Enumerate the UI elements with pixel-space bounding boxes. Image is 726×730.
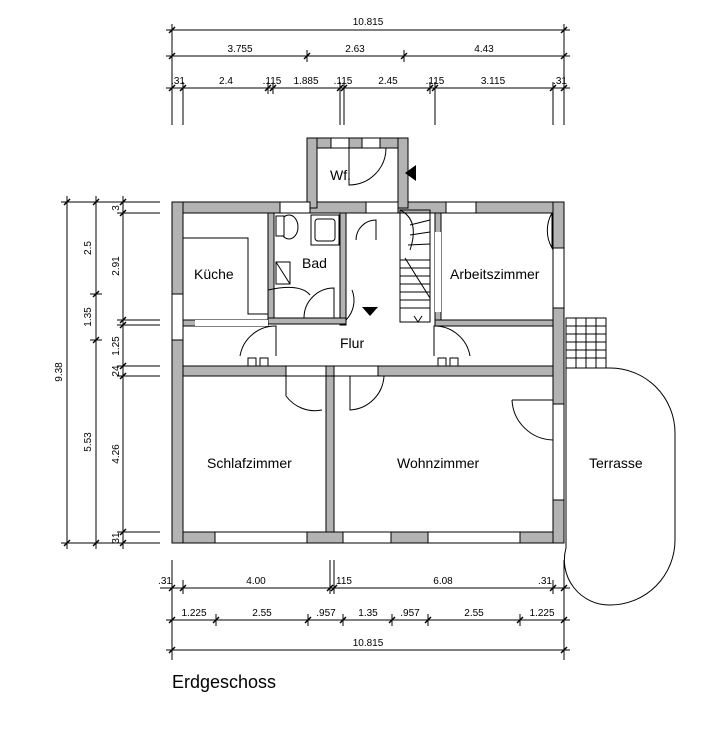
dim-top-mid-3: 4.43 [474,44,494,55]
dim-bottom-row1-3: 115 [336,576,352,587]
room-label-wohnzimmer: Wohnzimmer [397,455,480,471]
dim-top-detail-9: .31 [553,76,567,87]
dim-left-mid-3: 5.53 [83,432,94,452]
dim-top-detail-1: .31 [171,76,185,87]
dim-left-detail-2: 2.91 [111,256,122,276]
room-label-flur: Flur [340,335,364,351]
walls [171,137,565,544]
staircase [399,209,431,323]
dim-top-mid-2: 2.63 [345,44,365,55]
dim-left-detail-3: 1.25 [111,336,122,356]
room-label-schlafzimmer: Schlafzimmer [207,455,292,471]
dim-top-detail-8: 3.115 [481,76,506,87]
kitchen-counter [183,237,268,315]
dim-top-detail-6: 2.45 [378,76,398,87]
terrace [563,367,676,606]
dim-bottom-row2-7: 1.225 [529,608,554,619]
dim-top-detail-3: .115 [263,76,282,87]
dim-bottom-row1-2: 4.00 [246,576,266,587]
dimension-ticks [63,26,568,654]
dim-top-mid-1: 3.755 [227,44,252,55]
dim-bottom-row2-6: 2.55 [464,608,484,619]
dim-bottom-row2-5: .957 [400,608,420,619]
dimension-lines [61,24,570,660]
bath-fixtures [275,214,340,285]
dim-top-detail-4: 1.885 [293,76,318,87]
dim-left-detail-5: 4.26 [111,444,122,464]
dim-bottom-row1-5: .31 [538,576,552,587]
dim-top-detail-2: 2.4 [219,76,233,87]
dim-left-detail-1: 3 [111,205,122,211]
dim-left-mid-2: 1.35 [83,307,94,327]
dim-top-detail-7: .115 [426,76,445,87]
dim-bottom-row2-2: 2.55 [252,608,272,619]
dim-bottom-row1-1: .31 [158,576,172,587]
dim-top-detail-5: .115 [334,76,353,87]
dim-bottom-row2-1: 1.225 [181,608,206,619]
dim-bottom-row1-4: 6.08 [433,576,453,587]
dim-top-total: 10.815 [353,17,384,28]
door-swings [239,147,554,441]
room-label-wf: Wf. [330,167,351,183]
dim-left-mid-1: 2.5 [83,241,94,255]
openings [171,137,565,544]
terrace-stairs [565,317,607,369]
dim-left-detail-4: 24 [111,365,122,377]
room-label-kueche: Küche [194,266,234,282]
dim-left-total: 9.38 [54,362,65,382]
room-label-terrasse: Terrasse [589,455,643,471]
stair-direction-icon [362,307,378,316]
dim-bottom-row2-3: .957 [316,608,336,619]
dim-left-detail-6: 31 [111,532,122,544]
floor-title: Erdgeschoss [172,672,277,692]
entry-arrow-icon [405,165,416,181]
dim-bottom-total: 10.815 [353,638,384,649]
radiators [247,357,459,367]
room-label-bad: Bad [302,255,327,271]
room-label-arbeitszimmer: Arbeitszimmer [450,266,540,282]
dim-bottom-row2-4: 1.35 [358,608,378,619]
